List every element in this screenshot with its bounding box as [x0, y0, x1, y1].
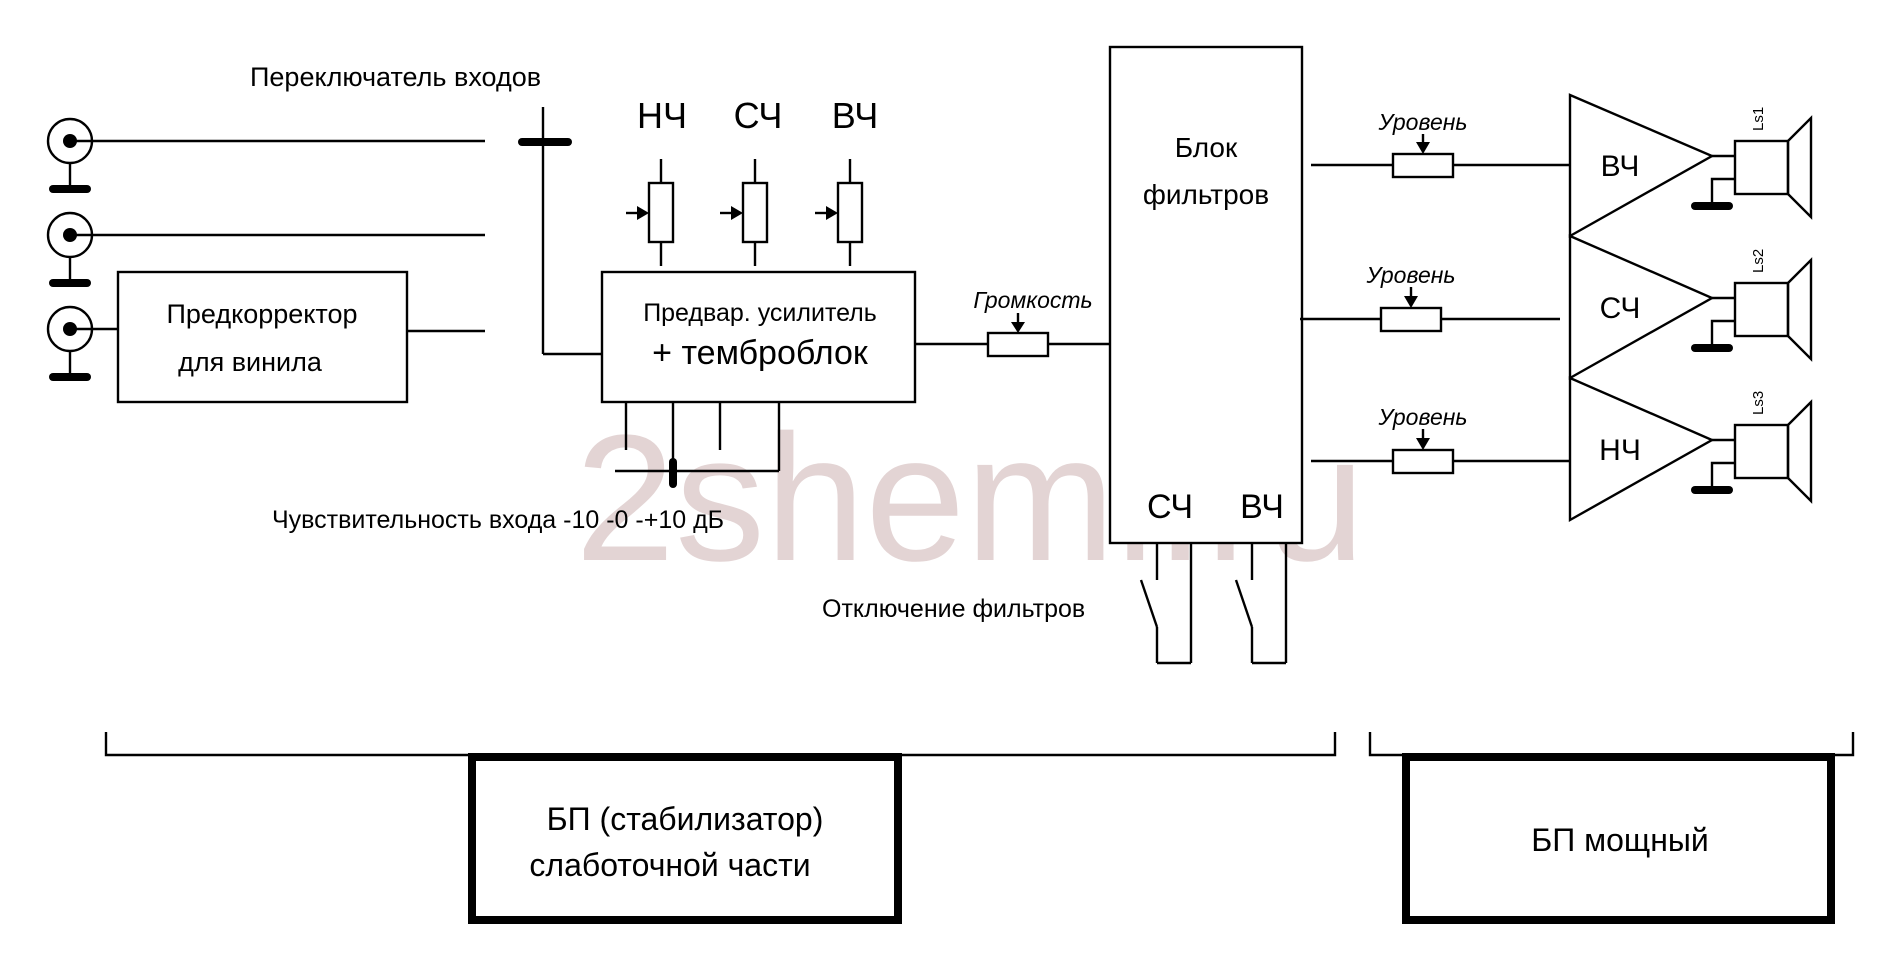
filter-output-high: ВЧ [1240, 488, 1284, 526]
amp-label: ВЧ [1601, 150, 1640, 183]
tone-control-high: ВЧ [815, 95, 878, 266]
level-label: Уровень [1377, 404, 1467, 430]
bypass-switch-mid [1139, 543, 1193, 665]
preamp-line1: Предвар. усилитель [643, 299, 877, 327]
amp-label: СЧ [1600, 292, 1641, 325]
potentiometer-icon [836, 181, 864, 244]
speaker-label: Ls2 [1750, 249, 1767, 273]
input-jack-3 [46, 305, 118, 381]
potentiometer-icon [647, 181, 675, 244]
psu-power-line1: БП мощный [1531, 822, 1709, 858]
volume-control: Громкость [915, 287, 1110, 358]
input-jack-2 [46, 211, 485, 287]
phono-preamp-block: Предкорректор для винила [116, 270, 485, 404]
speaker-icon [1733, 257, 1813, 362]
channel-low: Уровень НЧ Ls3 [1311, 376, 1813, 523]
sensitivity-switch: Чувствительность входа -10 -0 -+10 дБ [272, 402, 781, 534]
amplifier-icon [1568, 93, 1715, 239]
tone-control-mid: СЧ [720, 95, 782, 266]
tone-label: ВЧ [832, 95, 878, 136]
bypass-switch-high [1234, 543, 1288, 665]
speaker-icon [1733, 399, 1813, 504]
input-selector-switch: Переключатель входов [250, 62, 602, 356]
filter-output-mid: СЧ [1147, 488, 1193, 526]
low-current-bracket [104, 732, 1337, 757]
phono-preamp-line1: Предкорректор [167, 299, 358, 329]
potentiometer-icon [741, 181, 769, 244]
preamp-line2: + темброблок [652, 334, 869, 372]
level-potentiometer-icon [1379, 306, 1443, 333]
speaker-label: Ls1 [1750, 107, 1767, 131]
filter-block: Блок фильтров СЧ ВЧ [1108, 45, 1304, 545]
power-bracket [1368, 732, 1855, 757]
psu-power: БП мощный [1402, 753, 1835, 924]
level-label: Уровень [1365, 262, 1455, 288]
channel-mid: Уровень СЧ Ls2 [1300, 234, 1813, 381]
amplifier-icon [1568, 376, 1715, 523]
tone-control-low: НЧ [626, 95, 687, 266]
filter-bypass-label: Отключение фильтров [822, 595, 1085, 623]
potentiometer-icon [986, 331, 1050, 358]
tone-label: СЧ [734, 95, 783, 136]
psu-low-line2: слаботочной части [529, 847, 810, 883]
amplifier-icon [1568, 234, 1715, 381]
phono-preamp-line2: для винила [178, 347, 323, 377]
filter-block-line1: Блок [1175, 132, 1238, 163]
preamp-block: Предвар. усилитель + темброблок [600, 270, 917, 404]
amp-label: НЧ [1599, 434, 1641, 467]
input-jack-1 [46, 117, 485, 193]
channel-high: Уровень ВЧ Ls1 [1311, 93, 1813, 239]
speaker-icon [1733, 115, 1813, 220]
level-label: Уровень [1377, 109, 1467, 135]
psu-low-current: БП (стабилизатор) слаботочной части [468, 753, 902, 924]
tone-label: НЧ [637, 95, 687, 136]
tone-controls: НЧ СЧ ВЧ [626, 95, 878, 266]
psu-low-line1: БП (стабилизатор) [547, 801, 824, 837]
volume-label: Громкость [973, 287, 1092, 313]
sensitivity-label: Чувствительность входа -10 -0 -+10 дБ [272, 506, 724, 534]
speaker-label: Ls3 [1750, 391, 1767, 415]
filter-block-line2: фильтров [1143, 179, 1269, 210]
level-potentiometer-icon [1391, 448, 1455, 475]
level-potentiometer-icon [1391, 152, 1455, 179]
input-selector-label: Переключатель входов [250, 62, 541, 92]
filter-bypass-switches: Отключение фильтров [822, 543, 1288, 665]
